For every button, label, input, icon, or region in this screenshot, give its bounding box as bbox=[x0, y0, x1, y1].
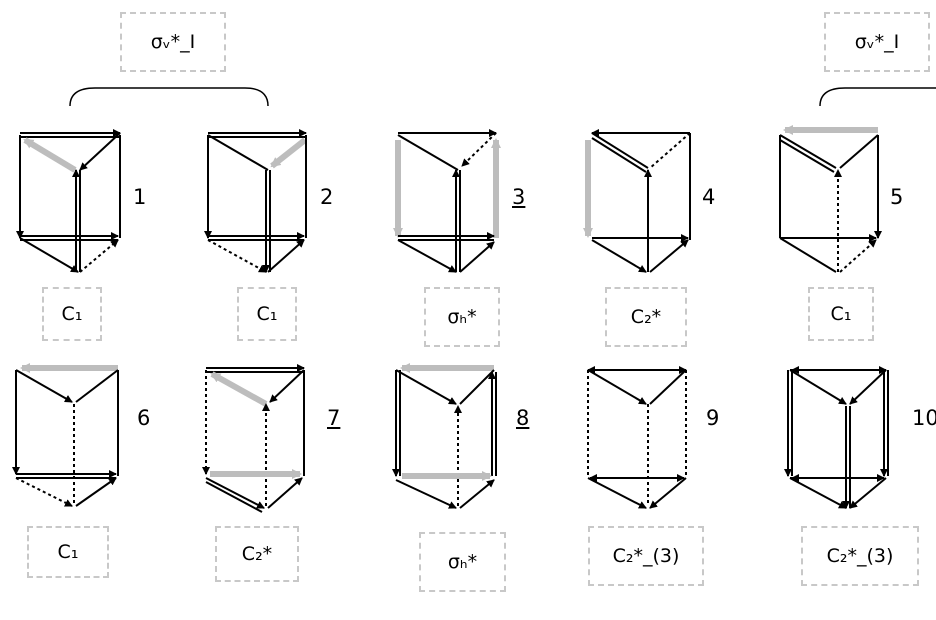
prism-number-3: 3 bbox=[512, 185, 526, 209]
symmetry-label-6: C₁ bbox=[27, 526, 109, 578]
prism-3 bbox=[393, 129, 501, 273]
prism-number-7: 7 bbox=[327, 406, 341, 430]
symmetry-label-4: C₂* bbox=[605, 287, 687, 347]
prism-9 bbox=[587, 366, 687, 509]
symmetry-label-9: C₂*_(3) bbox=[588, 526, 704, 586]
prism-1 bbox=[16, 129, 121, 273]
prism-number-9: 9 bbox=[706, 406, 720, 430]
prism-5 bbox=[779, 125, 882, 273]
prism-number-6: 6 bbox=[137, 406, 151, 430]
prism-2 bbox=[204, 129, 307, 273]
prism-number-5: 5 bbox=[890, 185, 904, 209]
prism-7 bbox=[202, 364, 305, 513]
symmetry-label-10: C₂*_(3) bbox=[801, 526, 919, 586]
prism-number-4: 4 bbox=[702, 185, 716, 209]
top-label-right: σᵥ*_I bbox=[824, 12, 930, 72]
top-label-left: σᵥ*_I bbox=[120, 12, 226, 72]
symmetry-label-5: C₁ bbox=[808, 287, 874, 341]
prism-4 bbox=[583, 129, 691, 273]
brace-left bbox=[69, 87, 269, 107]
symmetry-label-8: σₕ* bbox=[419, 532, 506, 592]
brace-right bbox=[819, 87, 936, 107]
prism-8 bbox=[392, 363, 497, 509]
prism-number-10: 10 bbox=[912, 406, 936, 430]
symmetry-label-1: C₁ bbox=[42, 287, 102, 341]
symmetry-label-7: C₂* bbox=[215, 526, 299, 582]
prism-10 bbox=[784, 366, 889, 509]
symmetry-label-2: C₁ bbox=[237, 287, 297, 341]
prism-6 bbox=[12, 363, 119, 507]
prism-number-8: 8 bbox=[516, 406, 530, 430]
prism-number-1: 1 bbox=[133, 185, 147, 209]
symmetry-label-3: σₕ* bbox=[424, 287, 500, 347]
prism-number-2: 2 bbox=[320, 185, 334, 209]
